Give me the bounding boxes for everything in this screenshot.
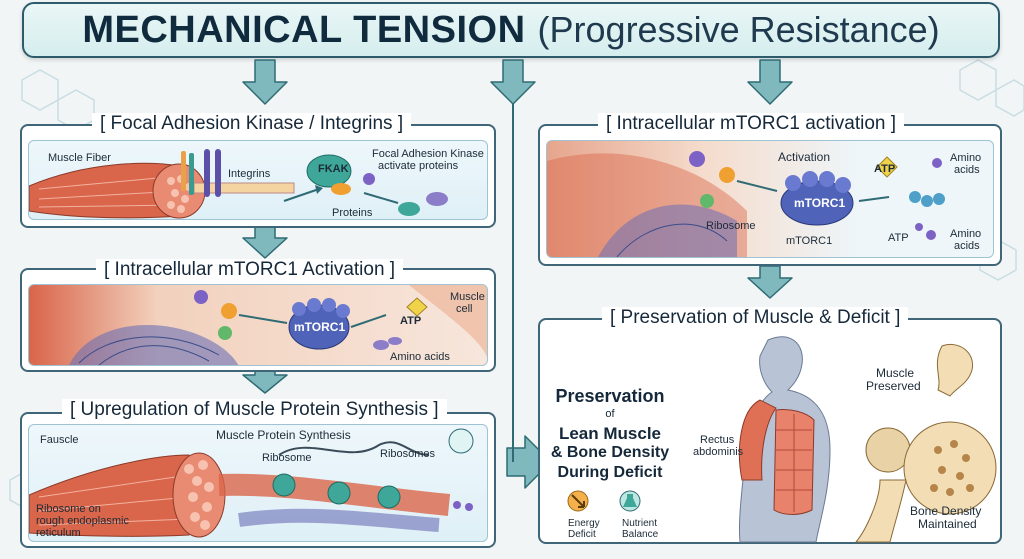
- label-proteins: Proteins: [332, 207, 373, 219]
- label-atp-top: ATP: [874, 163, 896, 175]
- illustration-focal-adhesion: [28, 140, 488, 220]
- preservation-heading-2: Lean Muscle: [558, 424, 662, 443]
- illustration-synthesis: [28, 424, 488, 542]
- main-title: MECHANICAL TENSION: [82, 8, 526, 51]
- label-bone-2: Maintained: [918, 517, 977, 531]
- label-muscle-cell-2: cell: [456, 303, 473, 315]
- label-rer-3: reticulum: [36, 527, 81, 539]
- body-illustration: [738, 336, 997, 543]
- label-muscle-fiber: Muscle Fiber: [48, 152, 111, 164]
- label-ribosome-synth: Ribosome: [262, 452, 312, 464]
- label-muscle-preserved-2: Preserved: [866, 379, 921, 393]
- label-amino-1b: acids: [954, 164, 980, 176]
- arrow-focal-to-mtorc: [242, 223, 288, 259]
- arrow-mtorc-to-preservation: [747, 265, 793, 299]
- preservation-heading-1: Preservation: [555, 386, 665, 406]
- label-amino-1a: Amino: [950, 152, 982, 164]
- label-energy-2: Deficit: [568, 529, 596, 540]
- label-rectus-1: Rectus: [700, 434, 735, 446]
- label-atp-bottom: ATP: [888, 232, 909, 244]
- label-amino-2b: acids: [954, 240, 980, 252]
- arrow-title-to-right-mtorc: [747, 59, 793, 105]
- illustration-mtorc-right: [546, 140, 994, 258]
- label-ribosomes-synth: Ribosomes: [380, 448, 436, 460]
- label-bone-1: Bone Density: [910, 504, 982, 518]
- preservation-heading-of: of: [605, 408, 615, 420]
- panel-title-preservation: [ Preservation of Muscle & Deficit ]: [602, 307, 909, 329]
- arrow-title-to-trunk: [490, 59, 536, 105]
- label-muscle-preserved-1: Muscle: [876, 366, 915, 380]
- label-energy-1: Energy: [568, 518, 600, 529]
- label-activation: Activation: [778, 150, 831, 164]
- panel-title-focal-adhesion: [ Focal Adhesion Kinase / Integrins ]: [92, 113, 412, 135]
- label-atp-left: ATP: [400, 315, 422, 327]
- main-title-banner: MECHANICAL TENSION (Progressive Resistan…: [22, 2, 1000, 58]
- deficit-icons: [567, 490, 641, 512]
- label-muscle-cell-1: Muscle: [450, 291, 485, 303]
- label-fak-desc-1: Focal Adhesion Kinase: [372, 148, 484, 160]
- label-fak-desc-2: activate proteins: [378, 160, 459, 172]
- preservation-heading-4: During Deficit: [557, 464, 663, 481]
- label-fauscle: Fauscle: [40, 434, 79, 446]
- illustration-mtorc-left: [28, 284, 488, 366]
- panel-title-mtorc-left: [ Intracellular mTORC1 Activation ]: [96, 259, 404, 281]
- label-amino-2a: Amino: [950, 228, 982, 240]
- label-integrins: Integrins: [228, 168, 271, 180]
- label-rectus-2: abdominis: [693, 446, 744, 458]
- label-mps: Muscle Protein Synthesis: [216, 428, 351, 442]
- label-amino-acids-left: Amino acids: [390, 351, 450, 363]
- label-mtorc1-left: mTORC1: [294, 320, 346, 334]
- panel-title-mtorc-right: [ Intracellular mTORC1 activation ]: [598, 113, 905, 135]
- main-subtitle: (Progressive Resistance): [537, 9, 940, 50]
- label-mtorc1-right: mTORC1: [794, 196, 846, 210]
- label-mtorc1-below: mTORC1: [786, 235, 833, 247]
- arrow-title-to-focal: [242, 59, 288, 105]
- label-nutrient-1: Nutrient: [622, 518, 658, 529]
- preservation-heading-3: & Bone Density: [550, 444, 670, 461]
- panel-title-synthesis: [ Upregulation of Muscle Protein Synthes…: [62, 399, 447, 421]
- label-rer-1: Ribosome on: [36, 503, 101, 515]
- label-nutrient-2: Balance: [622, 529, 659, 540]
- label-ribosome-right: Ribosome: [706, 220, 756, 232]
- label-fkak: FKAK: [318, 163, 349, 175]
- label-rer-2: rough endoplasmic: [36, 515, 129, 527]
